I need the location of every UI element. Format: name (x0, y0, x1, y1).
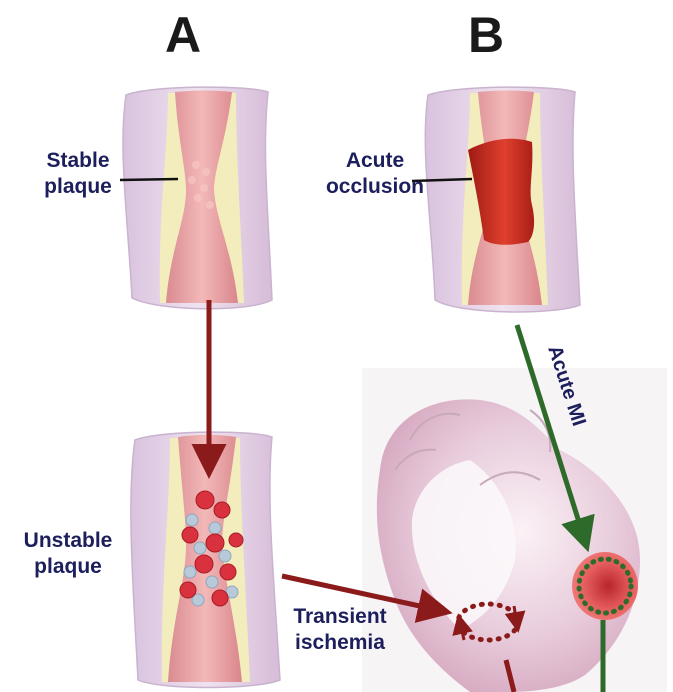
label-acute-occlusion-line2: occlusion (326, 175, 424, 198)
label-unstable-plaque-line2: plaque (34, 555, 102, 578)
heart-illustration (362, 368, 667, 692)
label-stable-plaque-line1: Stable (46, 149, 109, 172)
infarct-region (572, 552, 638, 620)
label-acute-occlusion: Acute occlusion (320, 148, 430, 199)
label-acute-occlusion-line1: Acute (346, 149, 404, 172)
label-transient-ischemia-line1: Transient (293, 605, 386, 628)
vessel-stable-plaque (123, 87, 272, 309)
stable-plaque-leader-line (120, 179, 178, 180)
label-unstable-plaque: Unstable plaque (6, 528, 130, 579)
label-stable-plaque-line2: plaque (44, 175, 112, 198)
label-transient-ischemia: Transient ischemia (280, 604, 400, 655)
label-unstable-plaque-line1: Unstable (24, 529, 113, 552)
label-transient-ischemia-line2: ischemia (295, 631, 385, 654)
label-stable-plaque: Stable plaque (28, 148, 128, 199)
